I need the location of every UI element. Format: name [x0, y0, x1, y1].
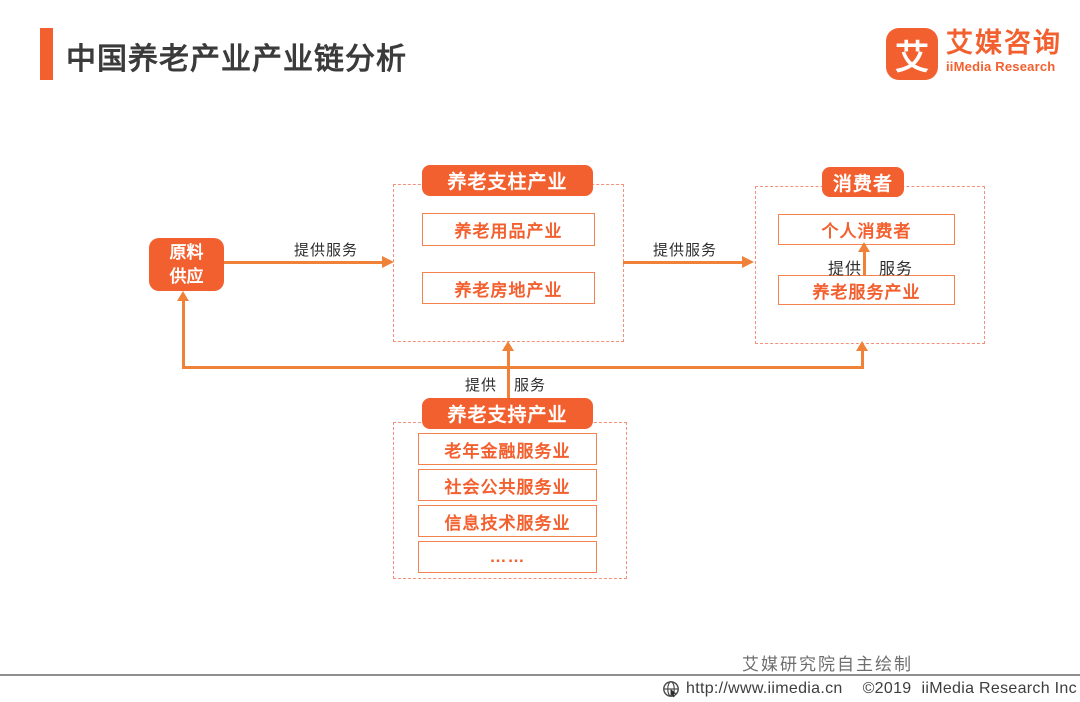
group-support-header: 养老支持产业: [422, 398, 593, 429]
arrow-pillar-to-consumer-head: [742, 256, 754, 268]
node-information-technology-services: 信息技术服务业: [418, 505, 597, 537]
globe-icon: [662, 680, 680, 698]
group-consumers-header: 消费者: [822, 167, 904, 197]
footer-bar: http://www.iimedia.cn ©2019 iiMedia Rese…: [662, 680, 1077, 698]
node-elderly-finance-services: 老年金融服务业: [418, 433, 597, 465]
node-public-social-services: 社会公共服务业: [418, 469, 597, 501]
node-raw-material-supply: 原料 供应: [149, 238, 224, 291]
arrow-label-service-to-consumer: 提供 服务: [828, 255, 913, 279]
arrow-raw-to-pillar-line: [224, 261, 383, 264]
connector-support-to-pillar-line: [507, 350, 510, 398]
arrow-label-raw-to-pillar: 提供服务: [294, 242, 359, 259]
source-credit: 艾媒研究院自主绘制: [742, 655, 913, 674]
connector-support-to-consumer-line: [861, 349, 864, 369]
arrow-label-service-to-consumer-left: 提供: [828, 261, 863, 278]
footer-copyright: ©2019: [862, 680, 912, 697]
title-accent-bar: [40, 28, 53, 80]
node-elderly-service-industry: 养老服务产业: [778, 275, 955, 305]
node-support-ellipsis: ……: [418, 541, 597, 573]
arrow-service-to-consumer-line: [863, 250, 866, 275]
connector-support-bus: [182, 366, 864, 369]
node-individual-consumers: 个人消费者: [778, 214, 955, 245]
arrow-label-support-right: 服务: [514, 377, 547, 394]
arrow-raw-to-pillar-head: [382, 256, 394, 268]
arrow-label-service-to-consumer-right: 服务: [879, 261, 914, 278]
arrow-pillar-to-consumer-line: [623, 261, 743, 264]
footer-url: http://www.iimedia.cn: [686, 680, 843, 697]
arrow-label-support-provides: 提供 服务: [465, 374, 546, 395]
connector-support-to-consumer-head: [856, 341, 868, 351]
node-elderly-real-estate-industry: 养老房地产业: [422, 272, 595, 304]
iimedia-logo: 艾 艾媒咨询 iiMedia Research: [886, 28, 1062, 80]
connector-support-to-raw-line: [182, 299, 185, 369]
connector-support-to-raw-head: [177, 291, 189, 301]
iimedia-logo-icon: 艾: [886, 28, 938, 80]
page-title: 中国养老产业产业链分析: [66, 43, 407, 76]
connector-support-to-pillar-head: [502, 341, 514, 351]
logo-name-en: iiMedia Research: [946, 59, 1056, 75]
group-pillar-industries: [393, 184, 624, 342]
logo-name-cn: 艾媒咨询: [946, 28, 1062, 58]
arrow-label-support-left: 提供: [465, 377, 498, 394]
node-elderly-products-industry: 养老用品产业: [422, 213, 595, 246]
iimedia-logo-text: 艾媒咨询 iiMedia Research: [946, 28, 1062, 74]
group-pillar-header: 养老支柱产业: [422, 165, 593, 196]
footer-divider: [0, 674, 1080, 676]
arrow-label-pillar-to-consumer: 提供服务: [653, 242, 718, 259]
arrow-service-to-consumer-head: [858, 242, 870, 252]
footer-company: iiMedia Research Inc: [921, 680, 1077, 697]
